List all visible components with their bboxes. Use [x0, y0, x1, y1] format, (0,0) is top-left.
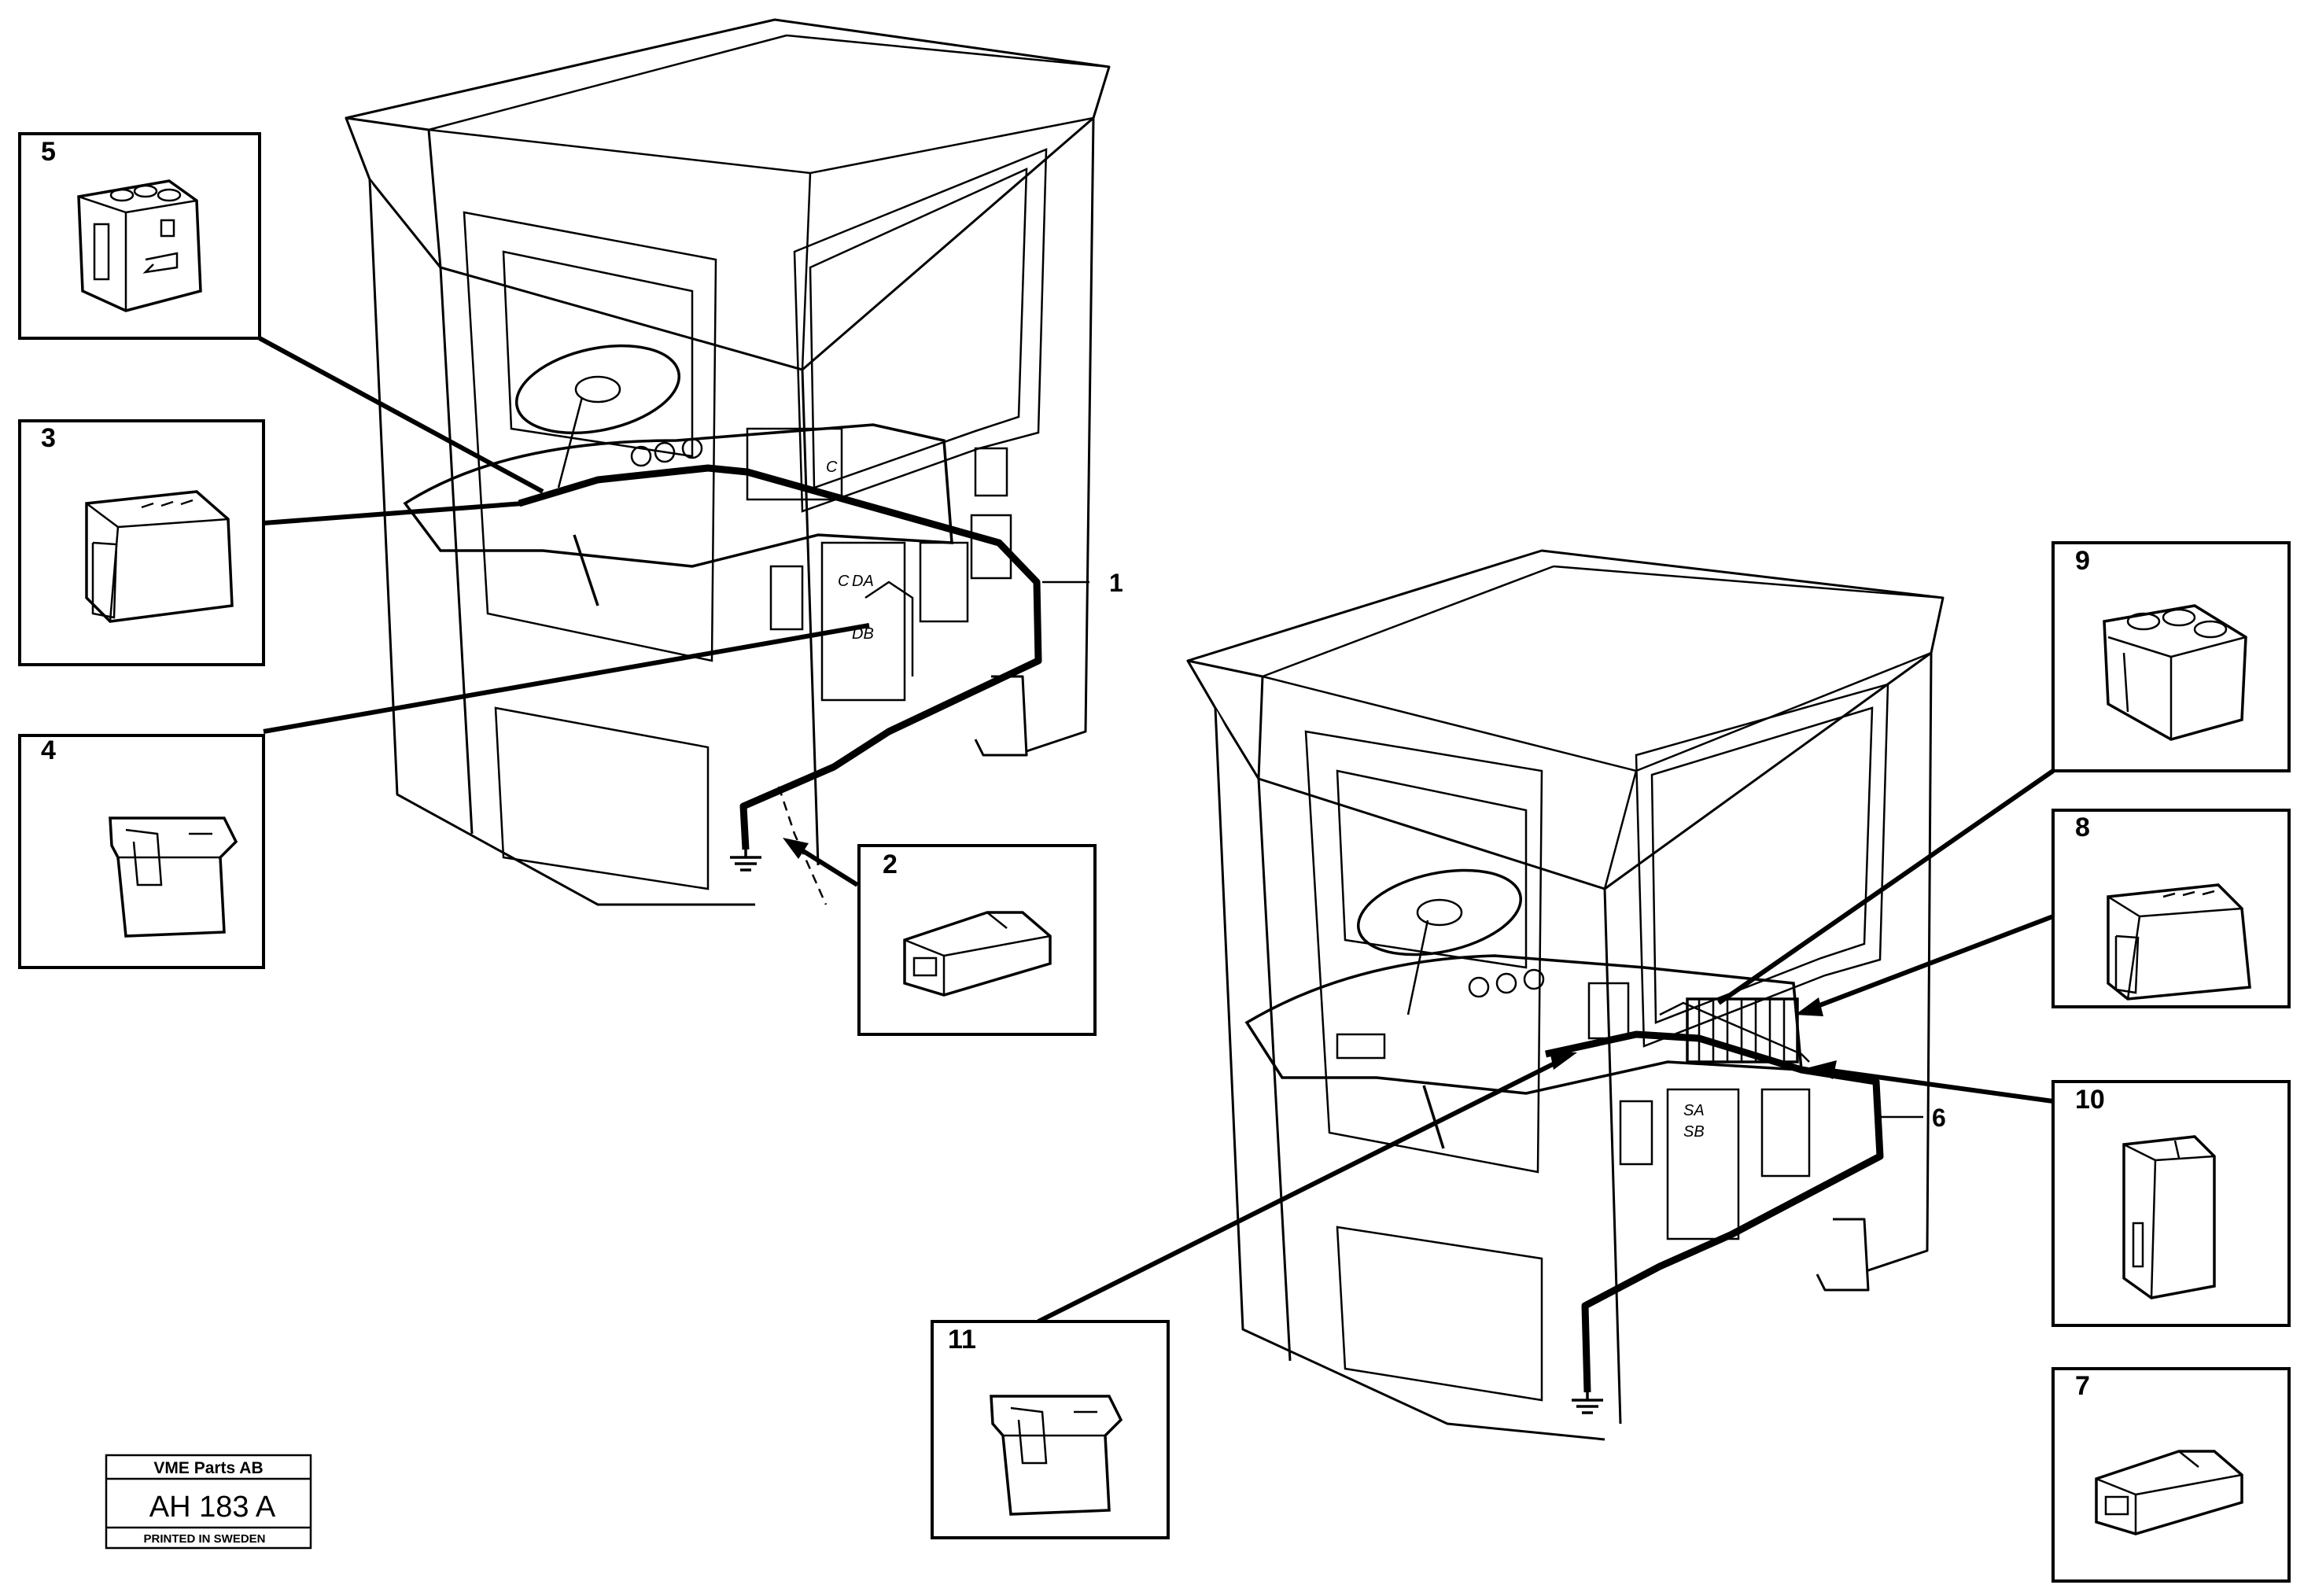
detail-box-11: 11 [931, 1320, 1170, 1539]
callout-6: 6 [1932, 1104, 1946, 1132]
detail-2-label: 2 [883, 850, 898, 879]
right-cab-harness [1545, 1030, 1884, 1393]
connector-7-icon [2095, 1450, 2243, 1535]
connector-10-icon [2122, 1135, 2216, 1299]
connector-11-icon [990, 1395, 1123, 1516]
connector-9-icon [2103, 604, 2247, 741]
stamp-company: VME Parts AB [153, 1459, 263, 1477]
detail-4-label: 4 [41, 735, 56, 765]
detail-11-label: 11 [948, 1325, 976, 1355]
right-panel-mark-b: SB [1683, 1123, 1705, 1141]
detail-box-8: 8 [2051, 809, 2291, 1008]
detail-3-label: 3 [41, 423, 56, 453]
detail-box-2: 2 [857, 844, 1097, 1036]
detail-box-9: 9 [2051, 541, 2291, 772]
detail-box-7: 7 [2051, 1367, 2291, 1583]
right-panel-mark-a: SA [1683, 1102, 1705, 1119]
detail-10-label: 10 [2075, 1085, 2105, 1115]
detail-5-label: 5 [41, 137, 56, 167]
left-panel-mark-c: C [838, 573, 850, 590]
right-ground-symbol [1572, 1392, 1603, 1414]
detail-box-10: 10 [2051, 1080, 2291, 1327]
stamp-printed: PRINTED IN SWEDEN [143, 1532, 265, 1546]
leader-lines [258, 336, 2055, 1324]
connector-3-icon [85, 490, 234, 623]
detail-box-4: 4 [18, 734, 265, 969]
stamp-code: AH 183 A [149, 1491, 276, 1524]
connector-5-icon [77, 179, 202, 312]
left-dash-mark: C [826, 459, 838, 476]
left-cab-harness [518, 464, 1042, 850]
detail-box-3: 3 [18, 419, 265, 666]
callout-1: 1 [1109, 569, 1123, 597]
left-ground-symbol [730, 850, 761, 872]
connector-8-icon [2107, 883, 2251, 1001]
detail-7-label: 7 [2075, 1371, 2090, 1401]
right-cab: SA SB [1186, 549, 1945, 1441]
document-stamp: VME Parts AB AH 183 A PRINTED IN SWEDEN [105, 1454, 312, 1550]
detail-box-5: 5 [18, 132, 261, 340]
detail-9-label: 9 [2075, 546, 2090, 576]
connector-4-icon [109, 816, 238, 938]
connector-2-icon [903, 911, 1052, 997]
detail-8-label: 8 [2075, 813, 2090, 842]
left-panel-mark-a: DA [852, 573, 874, 590]
left-cab: C DA DB C [345, 18, 1111, 906]
